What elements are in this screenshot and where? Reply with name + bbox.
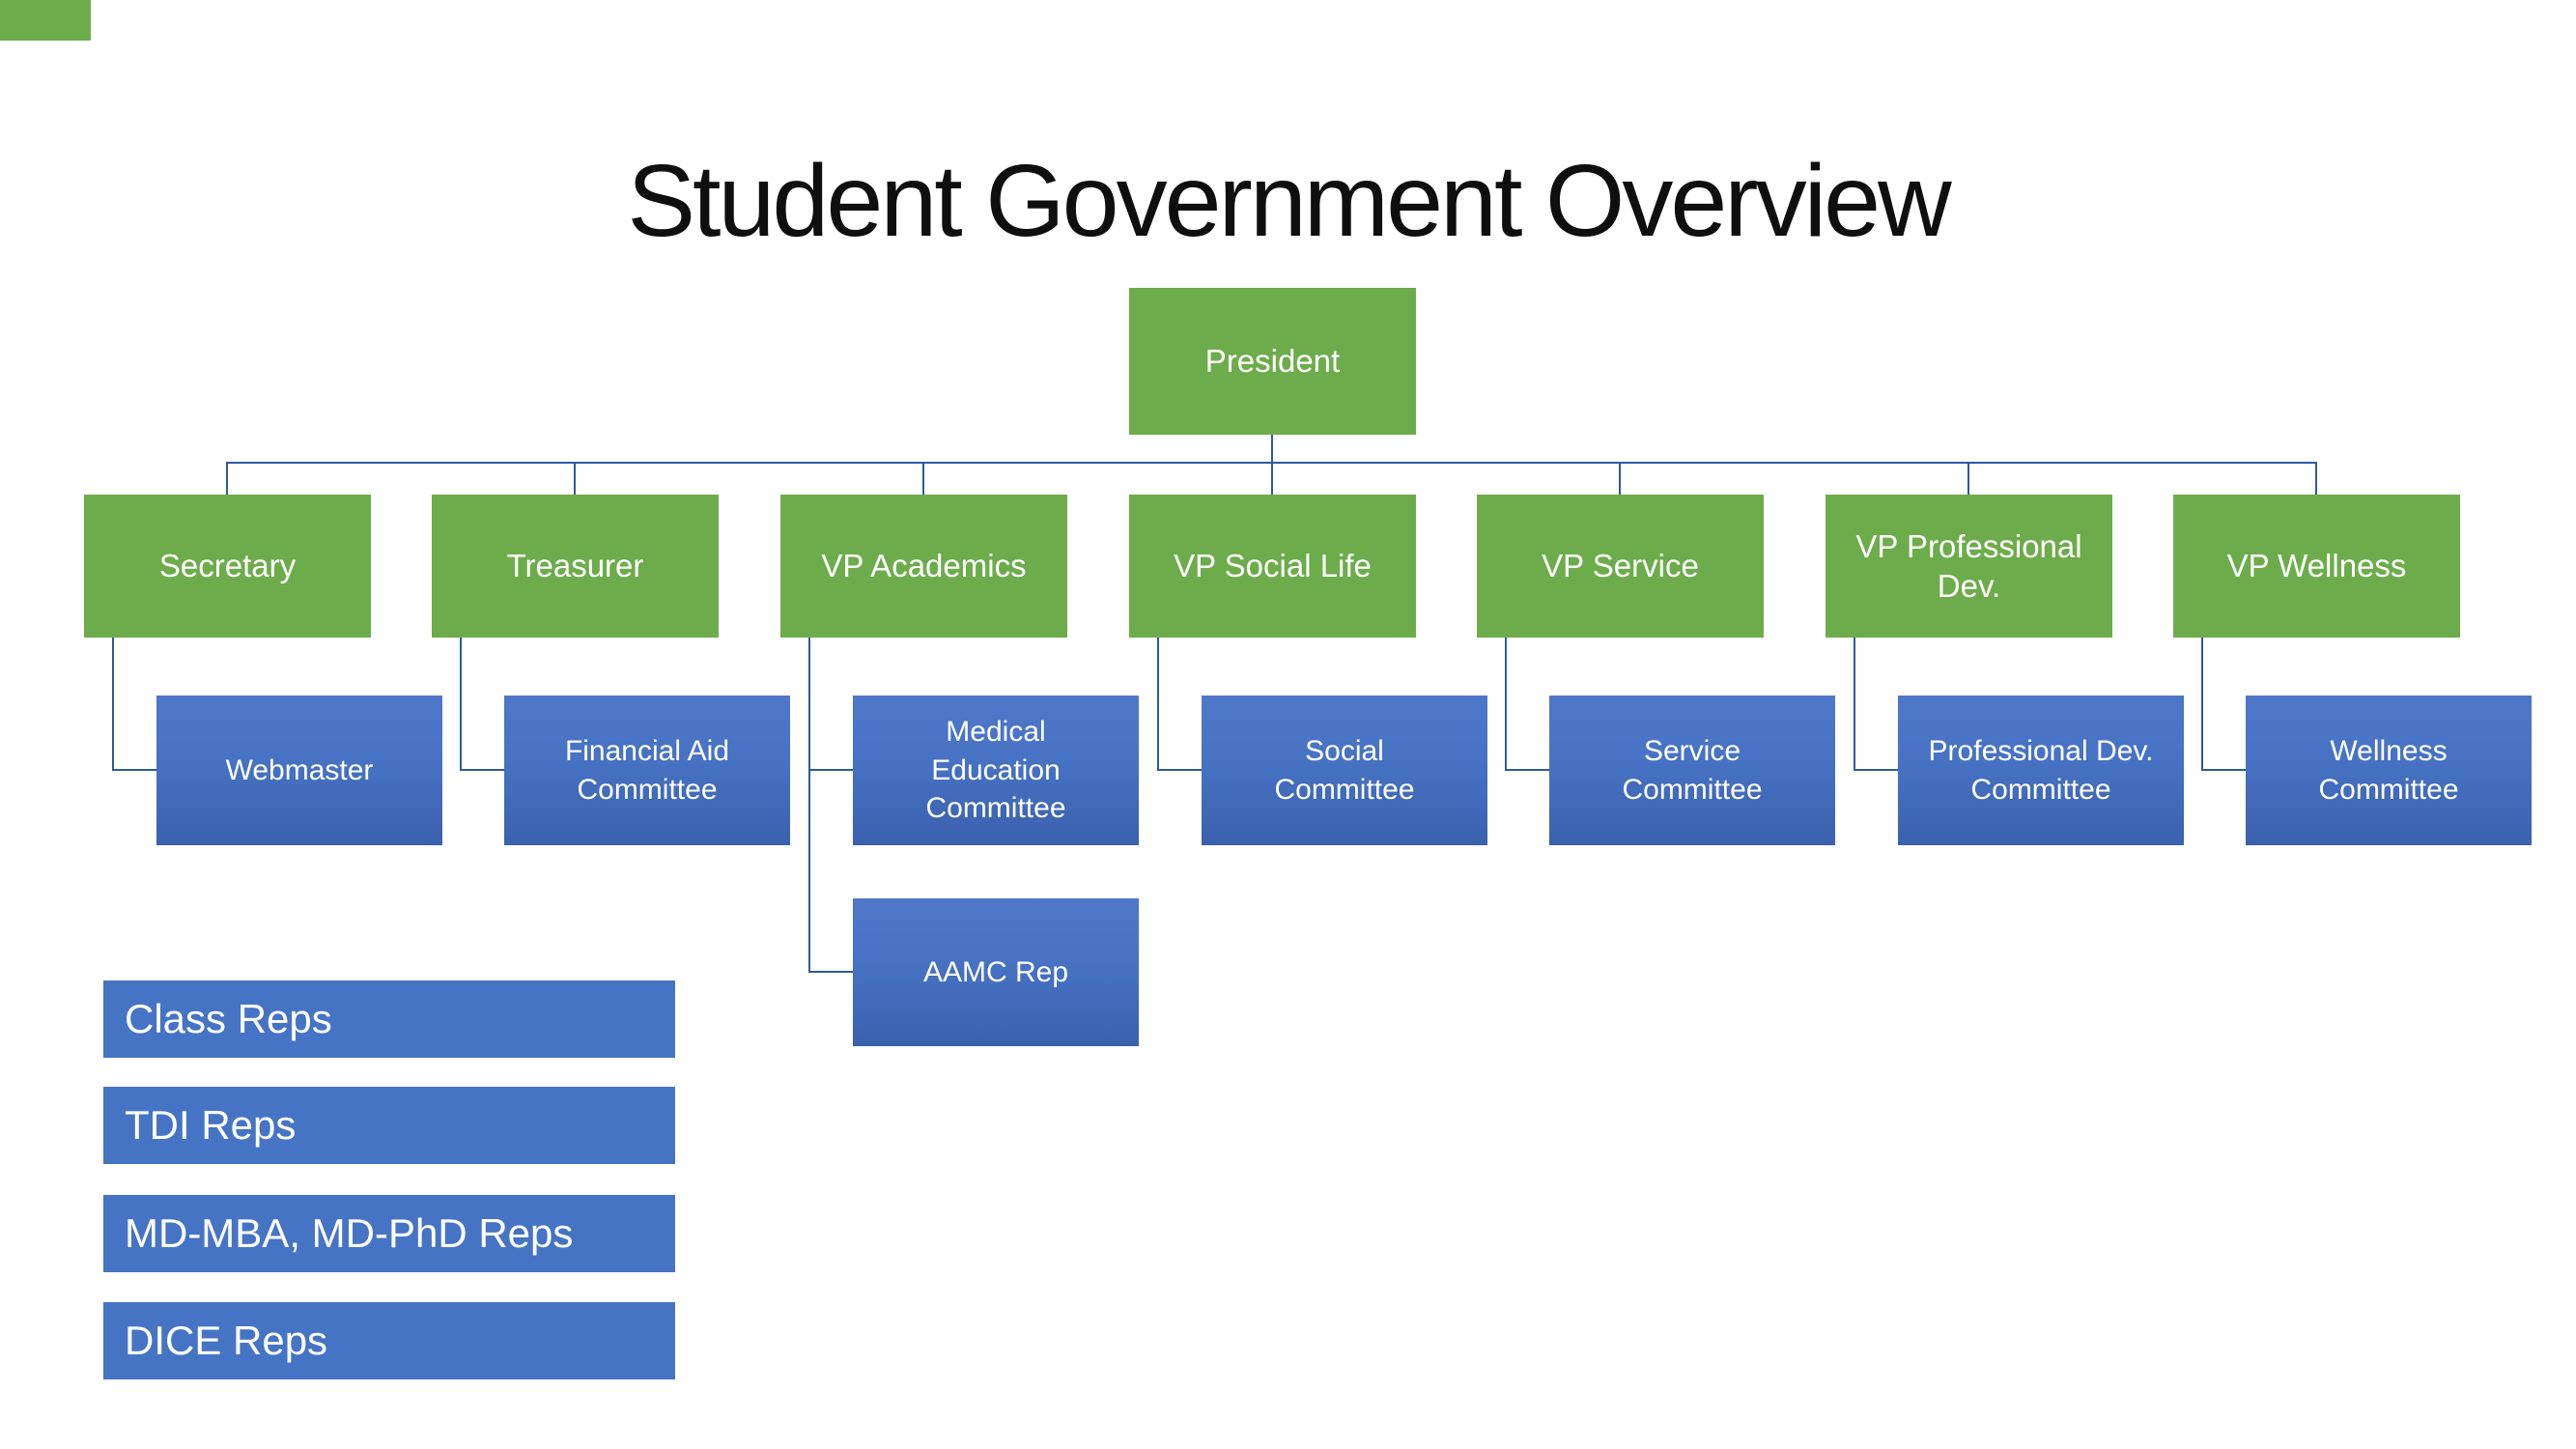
org-node-professional-dev-committee: Professional Dev. Committee <box>1898 696 2184 845</box>
connector-secretary-webmaster-horizontal <box>112 769 156 771</box>
org-node-vp-service: VP Service <box>1477 495 1764 638</box>
org-node-medical-education-committee: Medical Education Committee <box>853 696 1139 845</box>
connector-vp-professional-dev-committee-vertical <box>1854 638 1855 771</box>
corner-artifact <box>0 0 91 41</box>
slide-title: Student Government Overview <box>627 144 1951 258</box>
connector-president-stub <box>1271 435 1273 463</box>
rep-bar-class-reps: Class Reps <box>103 980 675 1058</box>
org-node-aamc-rep: AAMC Rep <box>853 898 1139 1046</box>
org-node-vp-professional-dev: VP Professional Dev. <box>1826 495 2112 638</box>
org-node-vp-social-life: VP Social Life <box>1129 495 1416 638</box>
connector-secretary-webmaster-vertical <box>112 638 114 771</box>
org-node-financial-aid-committee: Financial Aid Committee <box>504 696 790 845</box>
connector-vp-social-life-social-vertical <box>1157 638 1159 771</box>
connector-drop-vp-academics <box>922 462 924 495</box>
org-node-webmaster: Webmaster <box>156 696 442 845</box>
connector-vp-service-service-vertical <box>1505 638 1507 771</box>
org-node-social-committee: Social Committee <box>1202 696 1487 845</box>
connector-drop-vp-wellness <box>2315 462 2317 495</box>
connector-drop-vp-professional-dev <box>1967 462 1969 495</box>
connector-treasurer-financial-aid-vertical <box>460 638 462 771</box>
connector-vp-academics-aamc-rep-horizontal <box>808 971 853 973</box>
rep-bar-dice-reps: DICE Reps <box>103 1302 675 1379</box>
org-node-secretary: Secretary <box>84 495 371 638</box>
org-node-president: President <box>1129 288 1416 435</box>
connector-vp-social-life-social-horizontal <box>1157 769 1202 771</box>
org-node-vp-wellness: VP Wellness <box>2173 495 2460 638</box>
rep-bar-md-mba-md-phd-reps: MD-MBA, MD-PhD Reps <box>103 1195 675 1272</box>
org-node-treasurer: Treasurer <box>432 495 719 638</box>
org-node-wellness-committee: Wellness Committee <box>2246 696 2532 845</box>
connector-drop-treasurer <box>574 462 576 495</box>
connector-treasurer-financial-aid-horizontal <box>460 769 504 771</box>
connector-drop-secretary <box>226 462 228 495</box>
connector-vp-academics-medical-education-horizontal <box>808 769 853 771</box>
connector-vp-wellness-wellness-horizontal <box>2201 769 2246 771</box>
connector-vp-professional-dev-committee-horizontal <box>1854 769 1898 771</box>
connector-vp-academics-children-vertical <box>808 638 810 973</box>
org-node-service-committee: Service Committee <box>1549 696 1835 845</box>
connector-vp-wellness-wellness-vertical <box>2201 638 2203 771</box>
connector-drop-vp-service <box>1619 462 1621 495</box>
rep-bar-tdi-reps: TDI Reps <box>103 1087 675 1164</box>
org-node-vp-academics: VP Academics <box>780 495 1067 638</box>
connector-drop-vp-social-life <box>1271 462 1273 495</box>
connector-vp-service-service-horizontal <box>1505 769 1549 771</box>
